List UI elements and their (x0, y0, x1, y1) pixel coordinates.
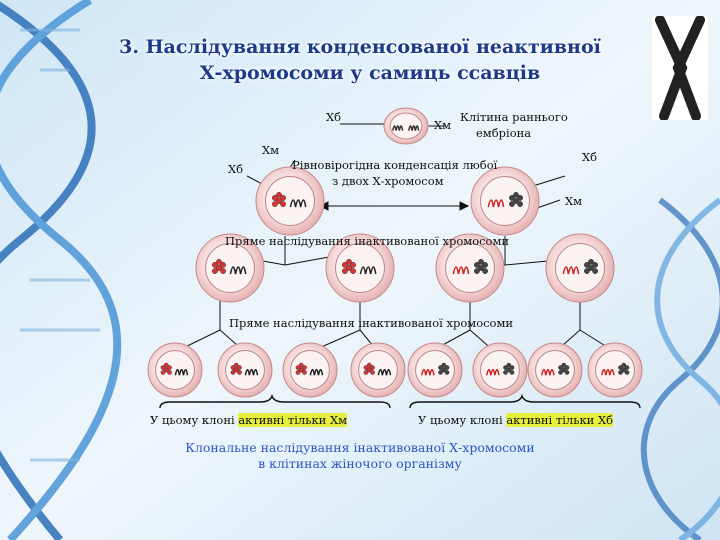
inactive-x-chromosome (230, 362, 242, 375)
label-early-cell-2: ембріона (476, 126, 532, 140)
inactive-x-chromosome (558, 362, 570, 375)
embryo-cell (147, 342, 203, 398)
inactive-x-chromosome (503, 362, 515, 375)
page-title: 3. Наслідування конденсованої неактивної (119, 36, 601, 58)
active-x-chromosome (420, 368, 435, 376)
label-equiprobable-2: з двох Х-хромосом (332, 174, 444, 188)
embryo-cell (217, 342, 273, 398)
embryo-cell (350, 342, 406, 398)
active-x-chromosome (174, 368, 189, 376)
inactive-x-chromosome (212, 258, 226, 274)
label-xm-left: Хм (262, 143, 280, 157)
x-chromosome-icon (652, 15, 708, 121)
label-xm-top: Хм (434, 118, 452, 132)
caption-line-2: в клітинах жіночого організму (258, 456, 462, 471)
inactive-x-chromosome (295, 362, 307, 375)
inactive-x-chromosome (438, 362, 450, 375)
label-xm-right: Хм (565, 194, 583, 208)
active-x-chromosome (244, 368, 259, 376)
embryo-cell (325, 233, 395, 303)
active-x-chromosome (485, 368, 500, 376)
label-direct-inheritance-2: Пряме наслідування інактивованої хромосо… (229, 316, 514, 330)
active-x-chromosome (600, 368, 615, 376)
embryo-cell (527, 342, 583, 398)
clone-right-label: У цьому клоні активні тільки Хб (418, 413, 614, 427)
active-x-chromosome (487, 199, 505, 208)
label-early-cell: Клітина раннього (460, 110, 568, 124)
embryo-cell (383, 107, 429, 145)
active-x-chromosome (391, 125, 404, 131)
embryo-cell (470, 166, 540, 236)
active-x-chromosome (562, 266, 580, 275)
embryo-cell (435, 233, 505, 303)
embryo-cell (195, 233, 265, 303)
label-equiprobable: Рівновірогідна конденсація любої (292, 158, 498, 172)
label-xb-right: Хб (582, 150, 598, 164)
active-x-chromosome (309, 368, 324, 376)
active-x-chromosome (359, 266, 377, 275)
dna-helix-left (0, 0, 122, 540)
inactive-x-chromosome (509, 191, 523, 207)
embryo-cell (587, 342, 643, 398)
dna-helix-right (640, 197, 720, 540)
inactive-x-chromosome (160, 362, 172, 375)
clone-left-label: У цьому клоні активні тільки Хм (150, 413, 348, 427)
active-x-chromosome (540, 368, 555, 376)
inactive-x-chromosome (272, 191, 286, 207)
embryo-cell (472, 342, 528, 398)
clone-right-active: активні тільки Хб (506, 413, 614, 427)
active-x-chromosome (229, 266, 247, 275)
embryo-cell (282, 342, 338, 398)
clone-left-active: активні тільки Хм (238, 413, 348, 427)
inactive-x-chromosome (363, 362, 375, 375)
inactive-x-chromosome (584, 258, 598, 274)
active-x-chromosome (377, 368, 392, 376)
caption-line-1: Клональне наслідування інактивованої Х-х… (185, 440, 535, 455)
embryo-cell (407, 342, 463, 398)
embryo-cell (255, 166, 325, 236)
label-xb-left: Хб (228, 162, 244, 176)
page-title-2: Х-хромосоми у самиць ссавців (199, 62, 541, 84)
inactive-x-chromosome (342, 258, 356, 274)
label-xb-top: Хб (326, 110, 342, 124)
label-direct-inheritance-1: Пряме наслідування інактивованої хромосо… (225, 234, 510, 248)
inactive-x-chromosome (618, 362, 630, 375)
active-x-chromosome (407, 125, 420, 131)
active-x-chromosome (452, 266, 470, 275)
embryo-cell (545, 233, 615, 303)
active-x-chromosome (289, 199, 307, 208)
inactive-x-chromosome (474, 258, 488, 274)
